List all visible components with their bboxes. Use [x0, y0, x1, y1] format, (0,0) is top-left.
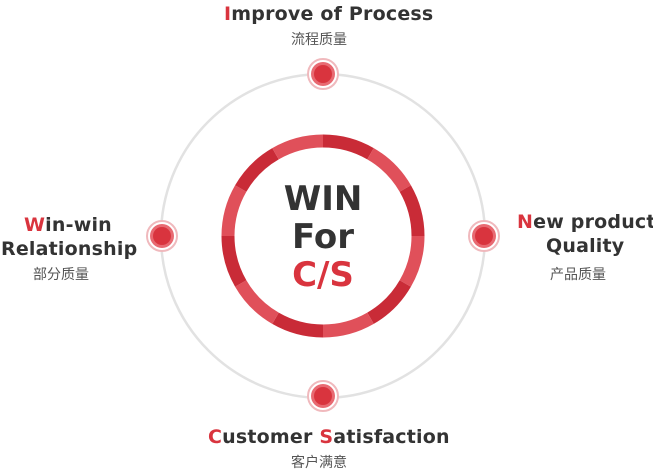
node-top-title: Improve of Process [224, 2, 433, 26]
center-ring-segment [399, 235, 425, 287]
node-top-subtitle: 流程质量 [291, 32, 347, 48]
node-top-title-rest: mprove of Process [231, 3, 434, 25]
center-ring-segment [322, 134, 374, 160]
center-ring-segment [235, 280, 279, 324]
node-top-initial: I [224, 3, 232, 25]
center-ring [221, 134, 425, 338]
node-left-subtitle: 部分质量 [33, 267, 89, 283]
node-dot-left [146, 220, 178, 252]
center-ring-segment [235, 148, 279, 192]
center-line-win: WIN [283, 179, 363, 219]
node-right-title-rest: ew product [533, 211, 653, 233]
center-ring-segment [221, 185, 247, 237]
node-bottom-title-rest-a: ustomer [222, 426, 320, 448]
node-left-initial: W [24, 214, 46, 236]
center-ring-segment [367, 280, 411, 324]
node-bottom-title-rest-b: atisfaction [333, 426, 450, 448]
node-bottom-initial-2: S [319, 426, 334, 448]
center-ring-segment [272, 312, 324, 338]
node-right-title: New product [517, 210, 653, 234]
node-bottom-title: Customer Satisfaction [208, 425, 450, 449]
node-right-title-line2: Quality [546, 235, 625, 257]
center-label: WIN For C/S [223, 180, 423, 294]
center-ring-segment [399, 185, 425, 237]
center-ring-segment [322, 312, 374, 338]
center-ring-segment [272, 134, 324, 160]
node-left-title: Win-win [24, 213, 112, 237]
node-dot-bottom [307, 380, 339, 412]
node-left-title-line2: Relationship [1, 238, 138, 260]
node-right-subtitle: 产品质量 [550, 267, 606, 283]
node-dot-right [468, 220, 500, 252]
node-bottom-subtitle: 客户满意 [291, 455, 347, 471]
node-dot-top [307, 58, 339, 90]
node-right-initial: N [517, 211, 534, 233]
center-ring-segment [221, 235, 247, 287]
center-line-for: For [292, 217, 354, 257]
center-line-cs: C/S [292, 255, 354, 295]
node-left-title-rest: in-win [45, 214, 112, 236]
node-bottom-initial: C [208, 426, 223, 448]
center-ring-segment [367, 148, 411, 192]
